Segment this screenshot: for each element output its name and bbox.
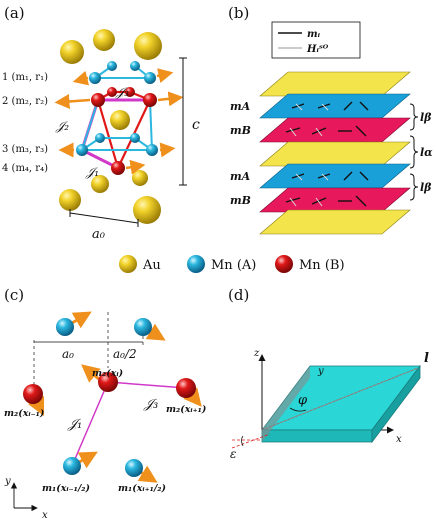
layer-mn-a xyxy=(259,93,411,119)
site-label-1: 1 (m₁, r₁) xyxy=(2,72,48,83)
exchange-j3: 𝒥₃ xyxy=(115,85,129,99)
site-label-4: 4 (m₄, r₄) xyxy=(2,163,48,174)
mn-a-atom xyxy=(144,72,156,84)
brace-label-lalpha: lα xyxy=(420,146,433,159)
mn-a-site xyxy=(134,318,152,336)
mn-b-site-center xyxy=(98,372,118,392)
brace-label-lbeta-2: lβ xyxy=(420,181,432,194)
mn-a-site-lower-right xyxy=(125,459,143,477)
mn-b-site-left xyxy=(23,384,43,404)
axis-x-c: x xyxy=(42,510,48,520)
exchange-j3-c: 𝒥₃ xyxy=(143,397,158,412)
lattice-a0-label: a₀ xyxy=(92,227,106,242)
au-atom xyxy=(93,29,115,51)
mn-b-atom xyxy=(91,93,105,107)
legend-mn-a-label: Mn (A) xyxy=(211,258,256,273)
axis-y-label: y xyxy=(317,366,324,377)
mn-b-atom xyxy=(125,87,135,97)
legend-mn-b-sphere xyxy=(275,255,293,273)
au-atom xyxy=(110,110,130,130)
exchange-j1: 𝒥₁ xyxy=(85,165,99,179)
site-label-3: 3 (m₃, r₃) xyxy=(2,144,48,155)
au-atom xyxy=(132,170,148,186)
slab-shadow xyxy=(262,366,310,442)
legend-au-label: Au xyxy=(142,258,161,273)
layer-label-mb-2: mB xyxy=(230,194,251,207)
slab-front xyxy=(261,429,373,443)
mn-a-atom xyxy=(130,61,140,71)
mn-a-atom xyxy=(146,144,158,156)
panel-a-label: (a) xyxy=(4,4,25,22)
exchange-j1-c: 𝒥₁ xyxy=(67,417,82,432)
layer-mn-a xyxy=(259,163,411,189)
mn-b-site-right xyxy=(176,378,196,398)
layer-label-mb-1: mB xyxy=(230,124,251,137)
layer-stack xyxy=(259,71,411,235)
legend-au-sphere xyxy=(119,255,137,273)
site-m1-xim-half: m₁(xᵢ₋₁/₂) xyxy=(42,483,90,494)
mn-a-atom xyxy=(95,133,105,143)
panel-c-axes xyxy=(10,482,38,512)
spacing-a0-half: a₀/2 xyxy=(113,347,137,361)
site-label-2: 2 (m₂, r₂) xyxy=(2,96,48,107)
site-m2-xi: m₂(xᵢ) xyxy=(92,368,123,379)
mn-a-site xyxy=(56,318,74,336)
site-m2-xim1: m₂(xᵢ₋₁) xyxy=(4,408,44,419)
mn-a-atom xyxy=(76,144,88,156)
axis-y-c: y xyxy=(4,476,11,487)
layer-au xyxy=(259,209,411,235)
layer-mn-b xyxy=(259,117,411,143)
layer-au xyxy=(259,71,411,97)
au-atom xyxy=(91,175,109,193)
angle-epsilon: ε xyxy=(230,447,236,461)
species-legend: Au Mn (A) Mn (B) xyxy=(119,255,345,273)
mn-a-atom xyxy=(107,61,117,71)
panel-c-label: (c) xyxy=(4,286,24,304)
layer-label-ma-2: mA xyxy=(230,170,251,183)
angle-phi: φ xyxy=(298,393,308,408)
slab-side xyxy=(371,364,421,444)
bond-j3-c xyxy=(107,381,187,389)
legend-hso: Hᵢˢᴼ xyxy=(306,44,329,55)
legend-mn-b-label: Mn (B) xyxy=(299,258,345,273)
mn-a-atom xyxy=(89,72,101,84)
panel-d-label: (d) xyxy=(228,286,249,304)
spacing-a0: a₀ xyxy=(62,347,74,361)
au-atom xyxy=(133,196,161,224)
crystal-structure xyxy=(54,29,184,224)
chain-diagram xyxy=(23,311,202,483)
layer-label-ma-1: mA xyxy=(230,100,251,113)
site-m1-xip-half: m₁(xᵢ₊₁/₂) xyxy=(118,483,166,494)
axis-x-label: x xyxy=(396,434,402,445)
au-atom xyxy=(60,40,84,64)
au-atom xyxy=(59,189,81,211)
layer-au xyxy=(259,141,411,167)
mn-a-atom xyxy=(130,133,140,143)
mn-b-atom xyxy=(143,93,157,107)
axis-z-label: z xyxy=(253,348,260,359)
legend-mn-a-sphere xyxy=(187,255,205,273)
layer-mn-b xyxy=(259,187,411,213)
mn-a-site-lower-left xyxy=(63,457,81,475)
exchange-j2: 𝒥₂ xyxy=(55,119,69,133)
site-m2-xip1: m₂(xᵢ₊₁) xyxy=(166,404,206,415)
mn-b-atom xyxy=(107,87,117,97)
mn-b-atom xyxy=(111,161,125,175)
legend-m: mᵢ xyxy=(307,29,321,40)
layer-braces xyxy=(409,103,419,201)
slab-diagram xyxy=(231,354,421,449)
panel-b-label: (b) xyxy=(228,4,249,22)
vector-l-label: l xyxy=(424,351,429,366)
lattice-c-label: c xyxy=(192,117,200,133)
panel-b-legend: mᵢ Hᵢˢᴼ xyxy=(271,21,361,59)
au-atom xyxy=(134,32,162,60)
brace-label-lbeta-1: lβ xyxy=(420,111,432,124)
